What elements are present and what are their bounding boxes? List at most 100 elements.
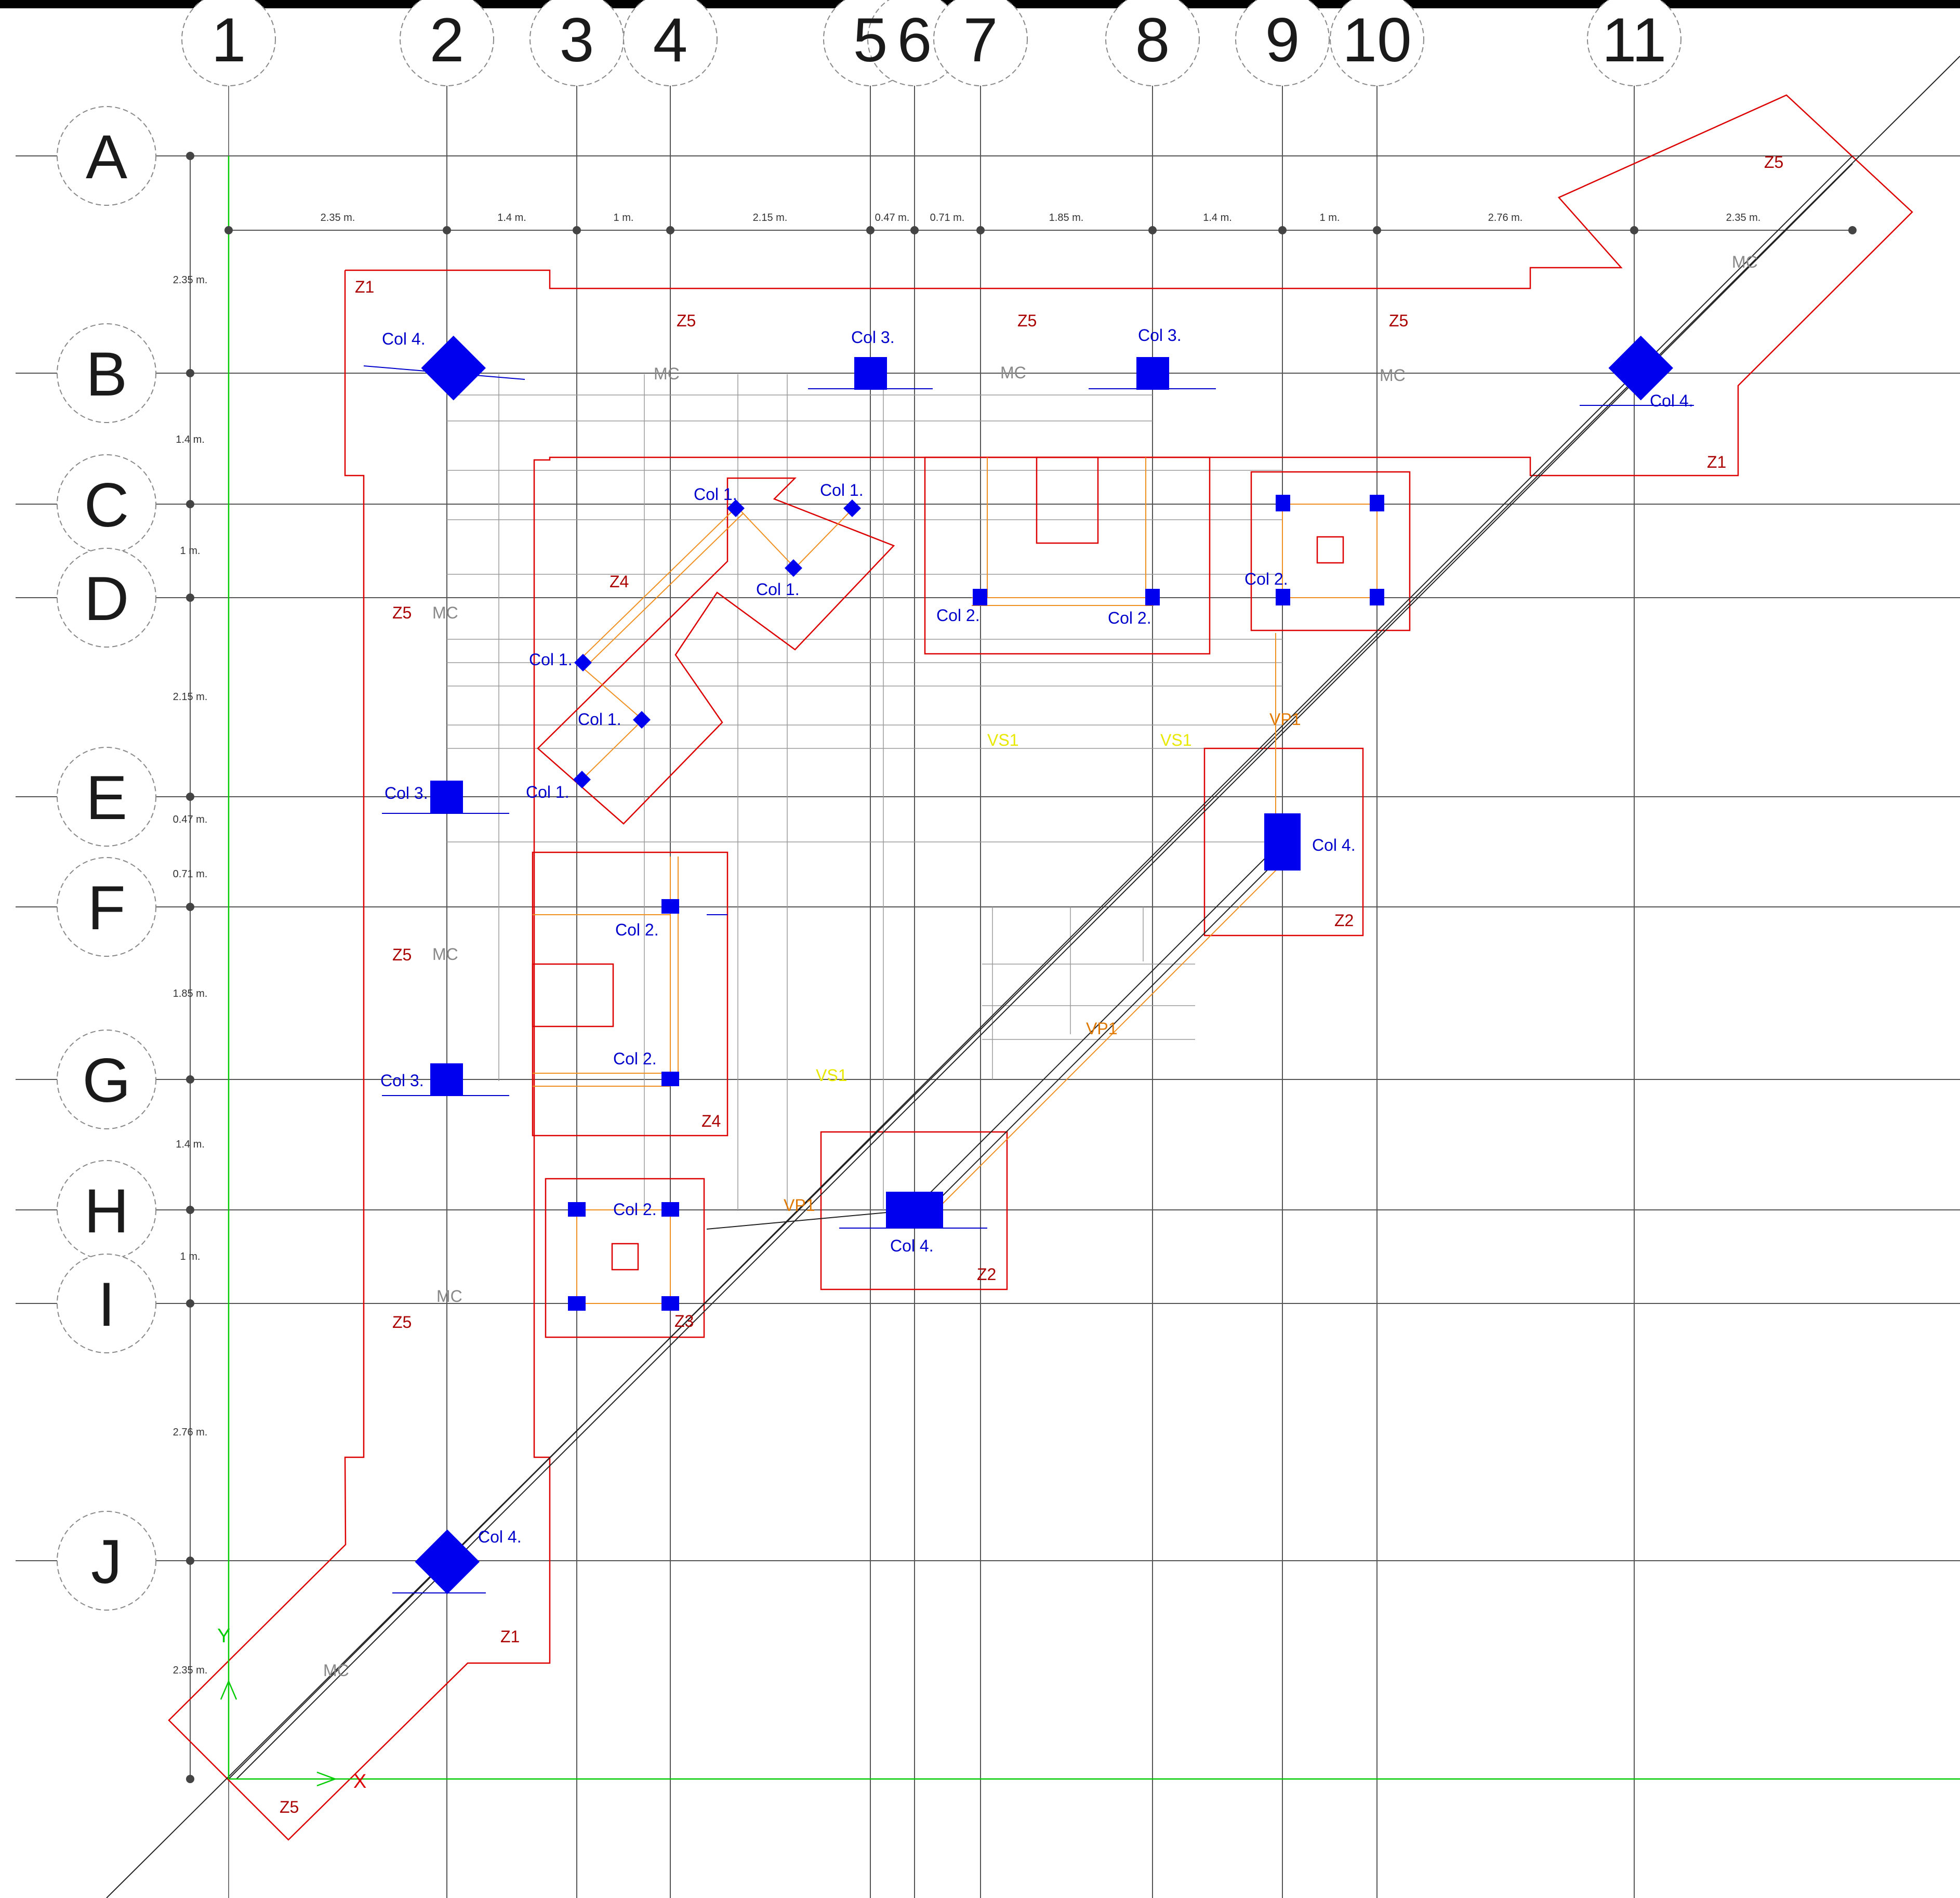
- label-col3-b8: Col 3.: [1138, 326, 1182, 345]
- zone-upper-rect-inner: [1036, 456, 1099, 544]
- label-col1-c: Col 1.: [756, 580, 800, 599]
- label-vp1-b: VP1: [1086, 1019, 1117, 1038]
- zone-right-small: [1316, 536, 1344, 564]
- label-mc-5: MC: [432, 603, 458, 622]
- dim-left-11: 2.35 m.: [173, 1665, 208, 1676]
- label-mc-2: MC: [1000, 363, 1026, 382]
- beam-labels: MC MC MC MC MC MC MC MC VP1 VP1 VP1 VS1 …: [323, 253, 1758, 1680]
- label-col2-d7: Col 2.: [936, 606, 980, 625]
- label-z1-top: Z1: [355, 278, 374, 296]
- dim-top-9: 1 m.: [1320, 212, 1340, 223]
- grid-col-10: 10: [1342, 5, 1411, 75]
- label-col4-h6: Col 4.: [890, 1236, 934, 1255]
- grid-row-a: A: [86, 122, 127, 192]
- dim-left-5: 0.47 m.: [173, 814, 208, 825]
- col4-e9: [1264, 813, 1301, 871]
- zone-labels: Z1 Z1 Z1 Z5 Z5 Z5 Z5 Z5 Z5 Z5 Z5 Z4 Z4 Z…: [280, 153, 1783, 1816]
- grid-col-6: 6: [897, 5, 932, 75]
- label-col1-f: Col 1.: [526, 783, 570, 801]
- dim-top-10: 2.76 m.: [1488, 212, 1523, 223]
- col2-i3: [568, 1296, 586, 1311]
- label-col2-g4: Col 2.: [613, 1049, 657, 1068]
- col1-b: [843, 499, 861, 517]
- label-vp1-c: VP1: [784, 1196, 815, 1215]
- zone-z4-a: [537, 477, 895, 825]
- col2-d7: [973, 589, 987, 605]
- column-bubbles: [181, 0, 1681, 86]
- col4-b2: [421, 335, 486, 401]
- label-mc-4: MC: [1732, 253, 1758, 271]
- top-dimensions: 2.35 m. 1.4 m. 1 m. 2.15 m. 0.47 m. 0.71…: [321, 212, 1761, 223]
- label-z4-b: Z4: [701, 1112, 721, 1130]
- label-col1-b: Col 1.: [820, 481, 864, 499]
- dim-top-7: 1.85 m.: [1049, 212, 1084, 223]
- label-col2-c9: Col 2.: [1244, 570, 1288, 588]
- dim-top-6: 0.71 m.: [930, 212, 965, 223]
- label-mc-8: MC: [323, 1661, 349, 1680]
- grid-row-e: E: [86, 763, 127, 833]
- col1-c: [785, 559, 802, 577]
- grid-col-4: 4: [653, 5, 688, 75]
- grid-col-8: 8: [1135, 5, 1170, 75]
- label-col2-f4: Col 2.: [615, 920, 659, 939]
- label-vs1-b: VS1: [1160, 731, 1191, 749]
- label-mc-7: MC: [436, 1287, 462, 1306]
- col2-d8: [1145, 589, 1160, 605]
- label-col1-a: Col 1.: [694, 485, 737, 504]
- col1-f: [573, 771, 591, 788]
- label-col4-j2: Col 4.: [478, 1527, 522, 1546]
- label-col4-b2: Col 4.: [382, 329, 426, 348]
- label-z5-left-2: Z5: [392, 945, 412, 964]
- column-labels: Col 4. Col 3. Col 3. Col 4. Col 1. Col 1…: [380, 326, 1693, 1546]
- label-col1-d: Col 1.: [529, 650, 573, 669]
- grid-row-b: B: [86, 339, 127, 409]
- dim-top-1: 2.35 m.: [321, 212, 355, 223]
- grid-col-3: 3: [560, 5, 594, 75]
- col2-d10: [1370, 589, 1384, 605]
- grid-row-f: F: [87, 873, 125, 943]
- zone-z1-outline: [168, 94, 1913, 1841]
- label-col4-b11: Col 4.: [1650, 391, 1693, 410]
- dim-left-9: 1 m.: [180, 1251, 201, 1262]
- dim-top-2: 1.4 m.: [497, 212, 526, 223]
- grid-row-i: I: [98, 1270, 115, 1339]
- origin-axes: [220, 156, 1960, 1787]
- dim-left-1: 2.35 m.: [173, 274, 208, 286]
- secondary-lines: [447, 374, 1282, 1211]
- zone-z2-a: [820, 1131, 1008, 1290]
- label-col4-e9: Col 4.: [1312, 836, 1356, 854]
- dim-left-3: 1 m.: [180, 545, 201, 557]
- grid-row-c: C: [84, 470, 129, 540]
- col2-d9: [1276, 589, 1290, 605]
- col2-g4: [661, 1072, 679, 1086]
- label-vs1-c: VS1: [816, 1066, 847, 1085]
- grid-col-5: 5: [853, 5, 888, 75]
- col3-g2: [430, 1063, 463, 1096]
- label-z5-bottom: Z5: [280, 1798, 299, 1816]
- col2-i4: [661, 1296, 679, 1311]
- dim-left-7: 1.85 m.: [173, 988, 208, 999]
- grid-col-11: 11: [1602, 5, 1667, 75]
- label-vs1-a: VS1: [987, 731, 1018, 749]
- zone-z3-small: [611, 1243, 639, 1271]
- zone-z2-b: [1203, 747, 1364, 937]
- label-mc-1: MC: [654, 364, 680, 383]
- label-col3-b5: Col 3.: [851, 328, 895, 347]
- grid-col-9: 9: [1265, 5, 1300, 75]
- beams: [533, 457, 1378, 1304]
- label-z1-bottom: Z1: [500, 1627, 520, 1646]
- col3-e2: [430, 781, 463, 813]
- label-z5-left-3: Z5: [392, 1313, 412, 1332]
- axis-x-label: X: [353, 1771, 366, 1792]
- label-z5-top-right: Z5: [1764, 153, 1783, 172]
- col2-f4: [661, 899, 679, 914]
- col1-d: [574, 654, 592, 671]
- label-z5-b1: Z5: [677, 311, 696, 330]
- grid-lines: [16, 52, 1960, 1898]
- col4-h6: [886, 1192, 943, 1228]
- label-z5-b3: Z5: [1389, 311, 1408, 330]
- label-z5-left-1: Z5: [392, 603, 412, 622]
- label-col1-e: Col 1.: [578, 710, 621, 729]
- dim-left-8: 1.4 m.: [176, 1139, 205, 1150]
